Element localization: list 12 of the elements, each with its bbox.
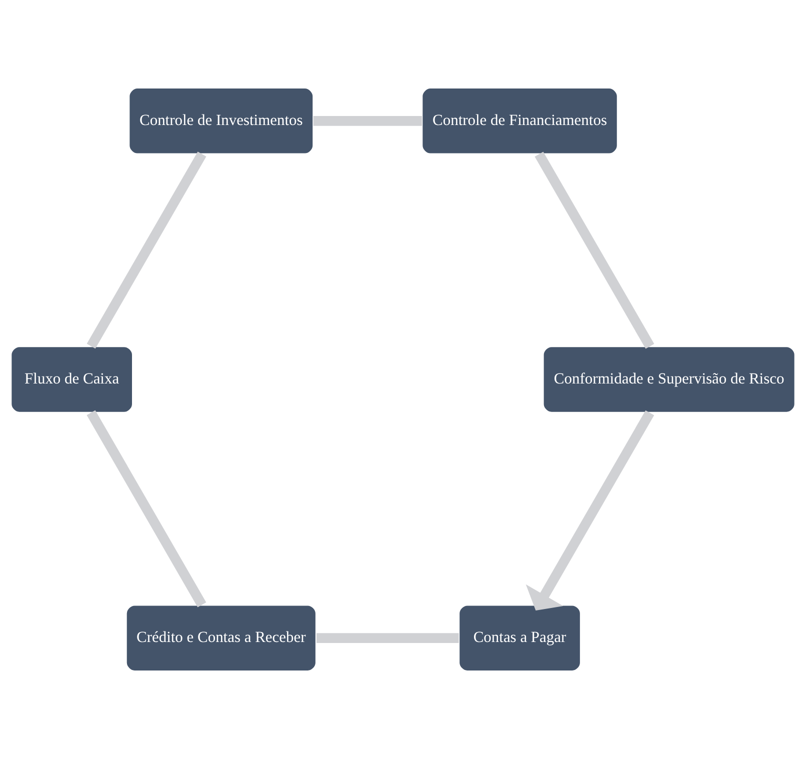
connector (86, 410, 206, 607)
node-box: Controle de Investimentos (128, 86, 314, 154)
node-box: Crédito e Contas a Receber (125, 604, 317, 672)
connector (316, 632, 459, 643)
node-box: Fluxo de Caixa (10, 345, 134, 413)
node-box: Contas a Pagar (458, 604, 582, 672)
node-box: Controle de Financiamentos (421, 86, 618, 154)
connector (534, 151, 654, 348)
arrow (526, 410, 654, 610)
node-box: Conformidade e Supervisão de Risco (542, 345, 796, 413)
connector (86, 151, 206, 348)
connector (313, 115, 422, 126)
